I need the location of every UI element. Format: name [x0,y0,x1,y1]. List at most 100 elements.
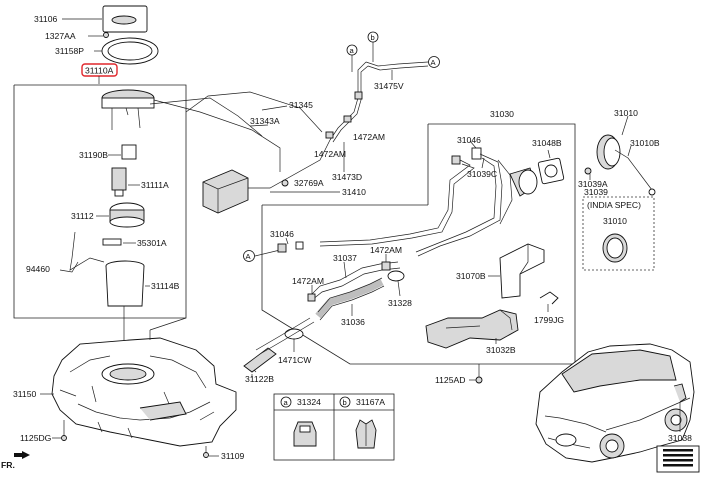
hose-31473D [329,61,367,141]
label-31473D: 31473D [332,172,362,182]
label-31150: 31150 [13,389,36,399]
label-1471CW: 1471CW [278,355,312,365]
label-31190B: 31190B [79,150,108,160]
label-31046-mid: 31046 [270,229,294,239]
clip-1799JG [539,291,559,305]
label-31122B: 31122B [245,374,274,384]
label-1472AM-d: 1472AM [292,276,324,286]
sensor-35301A [102,238,122,246]
bolt-1327AA [103,32,109,38]
highlight-box-31110A [81,63,118,77]
label-31032B: 31032B [486,345,516,355]
filler-neck-frame-inner [261,205,478,365]
filter-31190B [121,144,137,160]
label-94460: 94460 [26,264,50,274]
pump-flange [101,89,155,130]
label-1327AA: 1327AA [45,31,76,41]
label-31475V: 31475V [374,81,404,91]
label-31114B: 31114B [151,281,180,291]
clip-32769A [281,179,289,187]
label-31328: 31328 [388,298,412,308]
legend-marker-a-text: a [284,398,289,407]
bolt-31109 [203,452,209,458]
legend-marker-b-text: b [343,398,347,407]
filler-pipe [417,153,503,257]
label-31410: 31410 [342,187,366,197]
clamp-1472AM-d [307,293,316,302]
marker-A-text: A [431,58,437,67]
label-india-spec: (INDIA SPEC) [587,200,641,210]
canister-31410 [202,169,249,214]
marker-b-top [367,31,379,43]
gasket-ring-31158P [101,37,159,65]
label-31030: 31030 [490,109,514,119]
label-31112: 31112 [71,211,94,221]
legend-clip-31324 [293,421,317,447]
clamp-31328 [387,270,405,282]
fuel-cap-31010 [596,134,621,170]
wire-94460 [69,231,105,271]
pump-motor-31111A [111,167,127,197]
label-31106: 31106 [34,14,57,24]
car-illustration [535,343,695,463]
screw-31039A [584,167,592,175]
label-31039A: 31039A [578,179,608,189]
label-32769A: 32769A [294,178,324,188]
seal-31048B [537,157,565,185]
clamp-1472AM-top [325,131,334,139]
bolt-1125AD [475,376,483,384]
label-31010-india: 31010 [603,216,627,226]
label-31048B: 31048B [532,138,562,148]
fuel-cap-india [602,233,628,263]
label-fr: FR. [1,460,15,470]
label-31345: 31345 [289,100,313,110]
legend-marker-b [339,396,351,408]
label-1472AM-c: 1472AM [370,245,402,255]
front-arrow-icon [14,451,30,459]
hose-31343A [153,99,281,172]
label-31039C: 31039C [467,169,497,179]
clamp-1472AM-c [381,261,391,271]
label-31039: 31039 [584,187,608,197]
clamp-31046-mid [277,243,287,253]
pump-cover-31106 [102,5,148,33]
pipe-31122B [243,347,277,373]
marker-a-text: a [350,46,355,55]
label-1125AD: 1125AD [435,375,465,385]
label-31010: 31010 [614,108,638,118]
marker-A-mid-text: A [246,252,252,261]
label-31036: 31036 [341,317,365,327]
sender-31112 [109,202,145,228]
reservoir-31114B [105,260,145,307]
label-1472AM-top: 1472AM [353,132,385,142]
label-31046-top: 31046 [457,135,481,145]
label-31343A: 31343A [250,116,280,126]
label-31037: 31037 [333,253,357,263]
hose-31036 [315,278,384,319]
sticker-31038 [656,445,700,473]
filler-neck-frame-outer [428,123,576,365]
label-31111A: 31111A [141,180,169,190]
vapor-line-31475V [365,61,429,67]
label-31038: 31038 [668,433,692,443]
label-31010B: 31010B [630,138,660,148]
label-31109: 31109 [221,451,244,461]
label-31070B: 31070B [456,271,486,281]
legend-clip-31167A [355,419,377,449]
fuel-tank-31150 [51,337,237,447]
label-1799JG: 1799JG [534,315,564,325]
marker-A-top [428,56,440,68]
tether-31010B [614,149,653,191]
legend-label-b: 31167A [356,397,385,407]
legend-marker-a [280,396,292,408]
clamp-31046-top [451,155,461,165]
filler-head [509,167,538,197]
marker-A-mid [243,250,255,262]
legend-label-a: 31324 [297,397,321,407]
guard-31032B [425,309,519,349]
label-1125DG: 1125DG [20,433,52,443]
marker-a-top [346,44,358,56]
bracket-31070B [499,243,545,299]
